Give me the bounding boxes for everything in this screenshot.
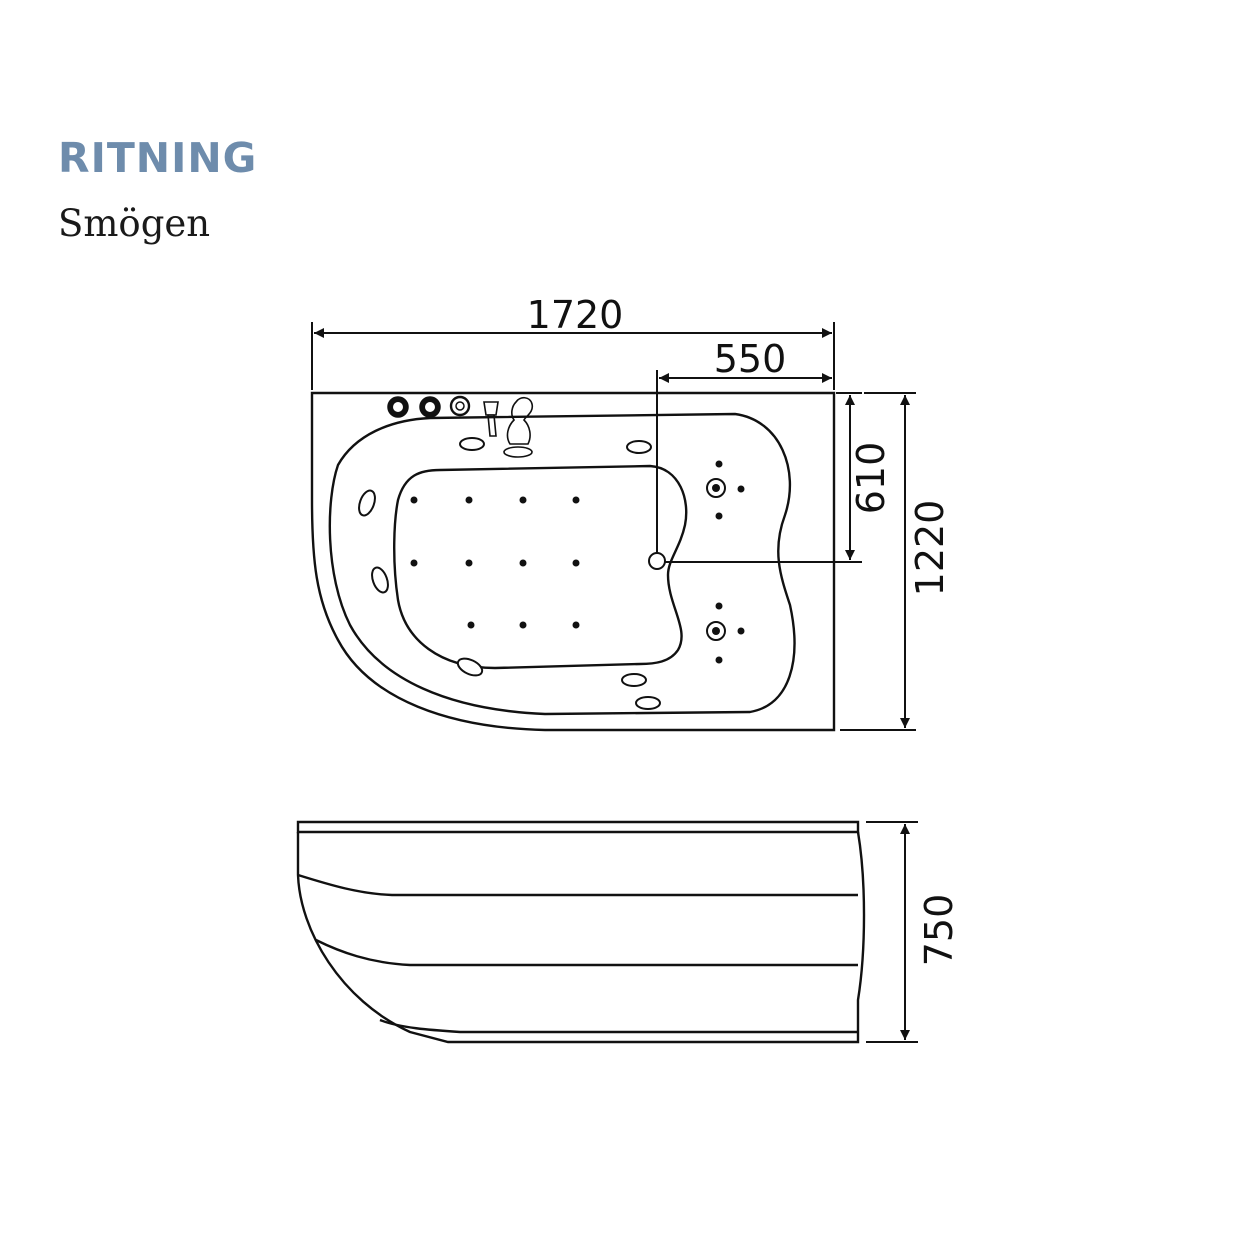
dimension-height-label: 750 [917, 894, 961, 967]
front-panel-top-curve [297, 873, 858, 897]
front-view: 750 [296, 820, 961, 1044]
front-panel-middle-curve [315, 938, 858, 967]
top-view: 1720 550 610 1220 [310, 293, 952, 732]
front-rim [296, 820, 860, 834]
drain-icon [648, 552, 666, 570]
dimension-drain-depth: 610 [665, 392, 893, 563]
dimension-drain-offset: 550 [656, 337, 832, 553]
dimension-width-label: 1220 [908, 500, 952, 597]
back-jets-lower [706, 602, 745, 664]
product-name: Smögen [58, 202, 211, 245]
dimension-width: 1220 [840, 392, 952, 731]
control-knobs [387, 395, 471, 418]
front-panel-bottom-curve [379, 1018, 858, 1034]
deck-inner-outline [328, 412, 796, 716]
outer-shell-outline [310, 391, 836, 732]
dimension-length: 1720 [311, 293, 835, 390]
basin-outline [393, 464, 688, 670]
back-jets-upper [706, 460, 745, 520]
drawing-title: RITNING [58, 134, 258, 182]
faucet-icon [483, 396, 534, 458]
front-apron-outline [296, 831, 866, 1044]
dimension-drain-offset-label: 550 [714, 337, 787, 381]
side-jets [358, 437, 661, 710]
floor-air-jets [410, 496, 580, 629]
dimension-length-label: 1720 [527, 293, 624, 337]
dimension-drain-depth-label: 610 [849, 442, 893, 515]
dimension-height: 750 [866, 821, 961, 1043]
